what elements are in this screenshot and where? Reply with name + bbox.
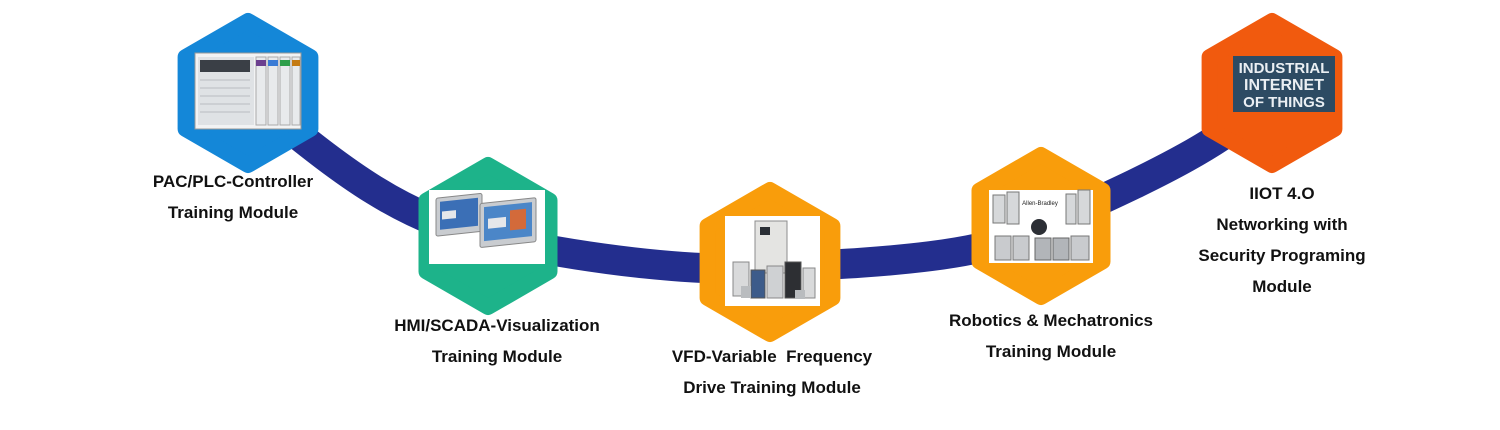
module-label-robotics-line-1: Robotics & Mechatronics <box>948 311 1154 330</box>
hmi-panels-image <box>429 190 545 264</box>
module-node-plc <box>177 13 319 173</box>
module-label-robotics-line-2: Training Module <box>985 342 1117 361</box>
iiot-logo-line-1: INDUSTRIAL <box>1239 60 1330 77</box>
module-label-hmi-line-2: Training Module <box>431 347 563 366</box>
module-node-hmi <box>418 157 558 315</box>
iiot-logo-image: INDUSTRIAL INTERNET OF THINGS <box>1233 56 1335 112</box>
module-label-iiot-line-3: Security Programing <box>1198 246 1366 265</box>
servo-drives-image: Allen-Bradley <box>989 189 1093 263</box>
module-label-plc: PAC/PLC-Controller Training Module <box>118 166 348 228</box>
module-label-iiot-line-1: IIOT 4.O <box>1249 184 1315 203</box>
module-label-robotics: Robotics & Mechatronics Training Module <box>926 305 1176 367</box>
module-node-vfd <box>699 182 841 342</box>
module-label-vfd: VFD-Variable Frequency Drive Training Mo… <box>652 341 892 403</box>
plc-rack-image <box>194 52 302 130</box>
module-label-hmi-line-1: HMI/SCADA-Visualization <box>394 316 600 335</box>
module-node-robotics: Allen-Bradley <box>971 147 1111 305</box>
module-label-iiot: IIOT 4.O Networking with Security Progra… <box>1172 178 1392 302</box>
module-label-hmi: HMI/SCADA-Visualization Training Module <box>370 310 624 372</box>
module-node-iiot: INDUSTRIAL INTERNET OF THINGS <box>1201 13 1343 173</box>
module-label-iiot-line-2: Networking with <box>1216 215 1348 234</box>
module-label-iiot-line-4: Module <box>1252 277 1312 296</box>
vfd-drives-image <box>725 216 820 306</box>
module-label-plc-line-1: PAC/PLC-Controller <box>152 172 314 191</box>
module-label-vfd-line-2: Drive Training Module <box>683 378 861 397</box>
module-label-vfd-line-1: VFD-Variable Frequency <box>671 347 873 366</box>
iiot-logo-line-2: INTERNET <box>1244 77 1324 94</box>
brand-text: Allen-Bradley <box>1022 201 1058 207</box>
module-label-plc-line-2: Training Module <box>167 203 299 222</box>
iiot-logo-line-3: OF THINGS <box>1243 94 1325 111</box>
